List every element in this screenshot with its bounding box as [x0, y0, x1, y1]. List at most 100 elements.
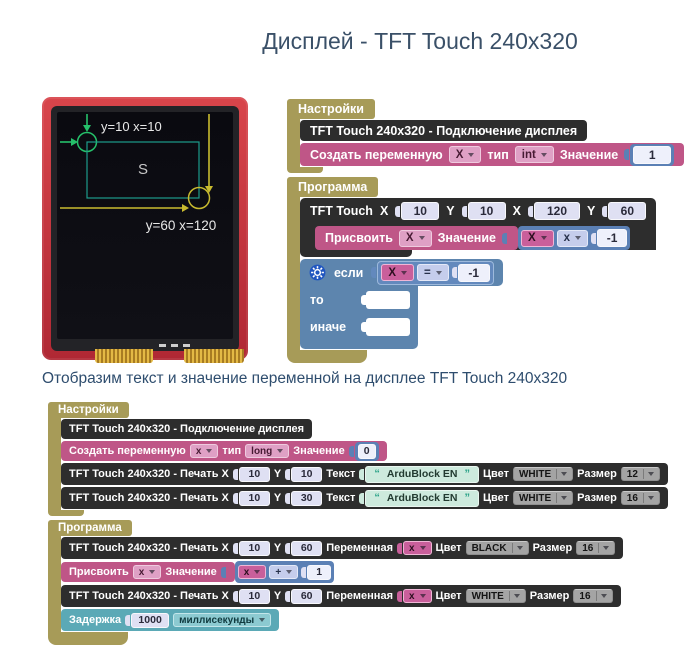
type-dropdown[interactable]: int	[514, 146, 554, 163]
program-body-2: TFT Touch 240x320 - Печать X 10 Y 60 Пер…	[48, 536, 624, 632]
type-value: long	[251, 445, 273, 457]
comparison-block[interactable]: X = -1	[377, 260, 494, 285]
expr-operator-dropdown[interactable]: +	[269, 565, 299, 579]
color-dropdown[interactable]: WHITE	[465, 589, 526, 603]
x-slot[interactable]: 10	[238, 540, 270, 556]
color-dropdown[interactable]: BLACK	[465, 541, 529, 555]
y-slot[interactable]: 60	[291, 540, 323, 556]
gear-icon[interactable]	[309, 264, 326, 281]
connector-nub-icon	[285, 590, 291, 602]
delay-unit-dropdown[interactable]: миллисекунды	[173, 613, 272, 627]
color-label: Цвет	[482, 492, 509, 504]
y-label: Y	[273, 542, 282, 554]
size-dropdown[interactable]: 12	[620, 467, 660, 481]
expr-value-slot[interactable]: 1	[307, 564, 332, 580]
delay-label: Задержка	[69, 614, 122, 626]
else-socket[interactable]	[361, 317, 410, 336]
assign-variable-dropdown[interactable]: x	[132, 565, 162, 579]
settings-block-1[interactable]: Настройки	[287, 99, 375, 119]
color-dropdown[interactable]: WHITE	[512, 467, 574, 481]
create-var-label: Создать переменную	[310, 147, 443, 162]
tft-touch-block[interactable]: TFT Touch X 10 Y 10 X 120 Y 60	[300, 198, 657, 257]
connect-display-block[interactable]: TFT Touch 240x320 - Подключение дисплея	[300, 120, 588, 141]
connect-display-block[interactable]: TFT Touch 240x320 - Подключение дисплея	[61, 419, 313, 439]
connector-nub-icon	[359, 468, 365, 480]
expression-block[interactable]: X x -1	[518, 226, 631, 250]
variable-dropdown[interactable]: x	[402, 541, 432, 555]
delay-block[interactable]: Задержка 1000 миллисекунды	[61, 609, 280, 631]
x-slot[interactable]: 10	[238, 490, 270, 506]
assign-block[interactable]: Присвоить x Значение	[61, 562, 235, 582]
program-block-2[interactable]: Программа	[48, 520, 132, 536]
variable-dropdown[interactable]: x	[402, 589, 432, 603]
then-socket[interactable]	[361, 290, 410, 309]
color-dropdown[interactable]: WHITE	[512, 491, 574, 505]
connector-nub-icon	[232, 468, 238, 480]
assign-block[interactable]: Присвоить X Значение	[315, 226, 518, 250]
expr-variable-dropdown[interactable]: x	[237, 565, 267, 579]
x1-slot[interactable]: 10	[401, 202, 440, 220]
y-slot[interactable]: 60	[291, 588, 323, 604]
number-block[interactable]: 1	[630, 143, 675, 166]
expr-value-slot[interactable]: -1	[597, 229, 628, 247]
print-variable-block[interactable]: TFT Touch 240x320 - Печать X 10 Y 60 Пер…	[61, 537, 624, 559]
number-value[interactable]: 1	[633, 145, 672, 164]
string-value[interactable]: ArduBlock EN	[386, 468, 458, 480]
create-variable-block[interactable]: Создать переменную X тип int Значение 1	[300, 143, 685, 166]
number-block[interactable]: 0	[354, 441, 379, 461]
program-label: Программа	[298, 180, 368, 194]
green-arrow-right-head	[71, 138, 78, 146]
number-value[interactable]: 0	[357, 443, 376, 459]
expr-operator-dropdown[interactable]: x	[556, 229, 589, 247]
settings-label: Настройки	[298, 102, 364, 116]
color-value: WHITE	[518, 468, 552, 480]
delay-value-slot[interactable]: 1000	[131, 612, 170, 628]
string-block[interactable]: “ ArduBlock EN ”	[365, 489, 479, 507]
y-slot[interactable]: 30	[291, 490, 323, 506]
x-slot[interactable]: 10	[238, 466, 270, 482]
string-value[interactable]: ArduBlock EN	[386, 492, 458, 504]
type-label: тип	[487, 147, 509, 162]
print-variable-block[interactable]: TFT Touch 240x320 - Печать X 10 Y 60 Пер…	[61, 585, 621, 607]
color-label: Цвет	[482, 468, 509, 480]
string-block[interactable]: “ ArduBlock EN ”	[365, 465, 479, 483]
if-block[interactable]: если X = -1	[300, 259, 503, 349]
cond-operator-dropdown[interactable]: =	[417, 264, 449, 281]
dropdown-arrow-icon	[540, 236, 547, 240]
settings-block-2[interactable]: Настройки	[48, 402, 129, 418]
cond-value-slot[interactable]: -1	[457, 263, 490, 282]
connector-nub-icon	[591, 232, 597, 244]
size-dropdown[interactable]: 16	[576, 541, 616, 555]
x2-slot[interactable]: 120	[533, 202, 580, 220]
y-slot[interactable]: 10	[291, 466, 323, 482]
program-1: Настройки TFT Touch 240x320 - Подключени…	[287, 99, 685, 363]
size-label: Размер	[529, 590, 570, 602]
display-screen: y=10 x=10 S y=60 x=120	[57, 112, 233, 339]
program-block-1[interactable]: Программа	[287, 177, 379, 197]
expr-var-name: X	[528, 232, 536, 244]
y2-slot[interactable]: 60	[608, 202, 647, 220]
print-text-block[interactable]: TFT Touch 240x320 - Печать X 10 Y 30 Тек…	[61, 487, 668, 509]
cond-variable-dropdown[interactable]: X	[381, 264, 415, 281]
then-label: то	[310, 292, 324, 307]
else-row: иначе	[300, 313, 418, 340]
print-text-block[interactable]: TFT Touch 240x320 - Печать X 10 Y 10 Тек…	[61, 463, 668, 485]
color-value: WHITE	[471, 590, 504, 602]
size-dropdown[interactable]: 16	[573, 589, 613, 603]
y-label: Y	[273, 492, 282, 504]
expression-block[interactable]: x + 1	[234, 561, 335, 583]
variable-dropdown[interactable]: X	[448, 146, 482, 163]
create-variable-block[interactable]: Создать переменную x тип long Значение 0	[61, 441, 387, 461]
x-slot[interactable]: 10	[238, 588, 270, 604]
connector-nub-icon	[371, 267, 377, 278]
size-dropdown[interactable]: 16	[620, 491, 660, 505]
type-label: тип	[222, 445, 242, 457]
settings-foot-1	[287, 167, 323, 173]
assign-variable-dropdown[interactable]: X	[398, 229, 432, 247]
y1-slot[interactable]: 10	[467, 202, 506, 220]
type-dropdown[interactable]: long	[245, 444, 290, 458]
expr-variable-dropdown[interactable]: X	[521, 229, 554, 247]
variable-name: x	[408, 542, 415, 554]
close-quote: ”	[464, 468, 470, 480]
variable-dropdown[interactable]: x	[189, 444, 219, 458]
